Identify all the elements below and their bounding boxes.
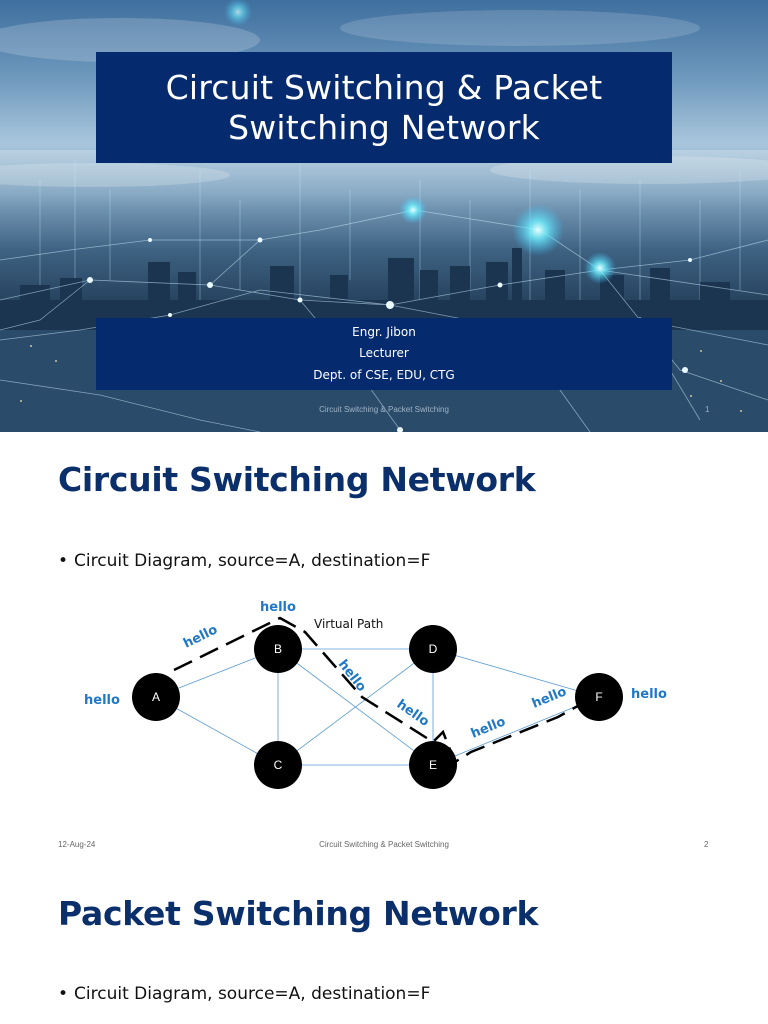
node-b: B	[254, 625, 302, 673]
slide2-bullet: •Circuit Diagram, source=A, destination=…	[58, 551, 430, 571]
slide-title-line-1: Circuit Switching & Packet	[165, 67, 603, 107]
virtual-path-label: Virtual Path	[314, 617, 383, 631]
hello-to-f: hello	[530, 684, 569, 711]
author-role: Lecturer	[359, 346, 409, 361]
slide2-bullet-text: Circuit Diagram, source=A, destination=F	[74, 551, 431, 571]
node-a-label: A	[152, 690, 160, 704]
slide3-bullet-text: Circuit Diagram, source=A, destination=F	[74, 984, 431, 1004]
circuit-network-diagram: A B C D E F Virtual Path hello hello hel…	[84, 600, 667, 789]
hello-top: hello	[260, 600, 296, 615]
bullet-mark: •	[58, 551, 69, 571]
node-a: A	[132, 673, 180, 721]
node-c-label: C	[274, 758, 283, 772]
packet-switching-slide: Packet Switching Network •Circuit Diagra…	[0, 864, 768, 1024]
node-e-label: E	[429, 758, 437, 772]
author-department: Dept. of CSE, EDU, CTG	[313, 367, 455, 382]
hello-to-e: hello	[394, 697, 432, 730]
hello-b-e: hello	[335, 657, 369, 695]
node-f-label: F	[595, 690, 602, 704]
hello-a-b: hello	[181, 622, 220, 651]
slide2-title: Circuit Switching Network	[58, 460, 536, 499]
slide2-page-number: 2	[704, 840, 709, 849]
node-d-label: D	[429, 642, 438, 656]
node-e: E	[409, 741, 457, 789]
slide2-footer-date: 12-Aug-24	[58, 840, 96, 849]
node-c: C	[254, 741, 302, 789]
hello-at-a: hello	[84, 693, 120, 708]
title-box: Circuit Switching & Packet Switching Net…	[96, 52, 672, 163]
circuit-switching-slide: Circuit Switching Network •Circuit Diagr…	[0, 432, 768, 864]
slide2-footer-title: Circuit Switching & Packet Switching	[319, 840, 449, 849]
slide-title-line-2: Switching Network	[228, 107, 540, 147]
author-box: Engr. Jibon Lecturer Dept. of CSE, EDU, …	[96, 318, 672, 390]
node-d: D	[409, 625, 457, 673]
node-f: F	[575, 673, 623, 721]
slide3-bullet: •Circuit Diagram, source=A, destination=…	[58, 984, 430, 1004]
hello-at-f: hello	[631, 687, 667, 702]
author-name: Engr. Jibon	[352, 324, 416, 339]
slide3-title: Packet Switching Network	[58, 894, 539, 933]
hello-e-f: hello	[469, 714, 508, 741]
virtual-path	[173, 616, 586, 764]
slide1-page-number: 1	[705, 405, 710, 414]
slide1-footer-title: Circuit Switching & Packet Switching	[319, 405, 449, 414]
node-b-label: B	[274, 642, 282, 656]
bullet-mark: •	[58, 984, 69, 1004]
title-slide: Circuit Switching & Packet Switching Net…	[0, 0, 768, 432]
